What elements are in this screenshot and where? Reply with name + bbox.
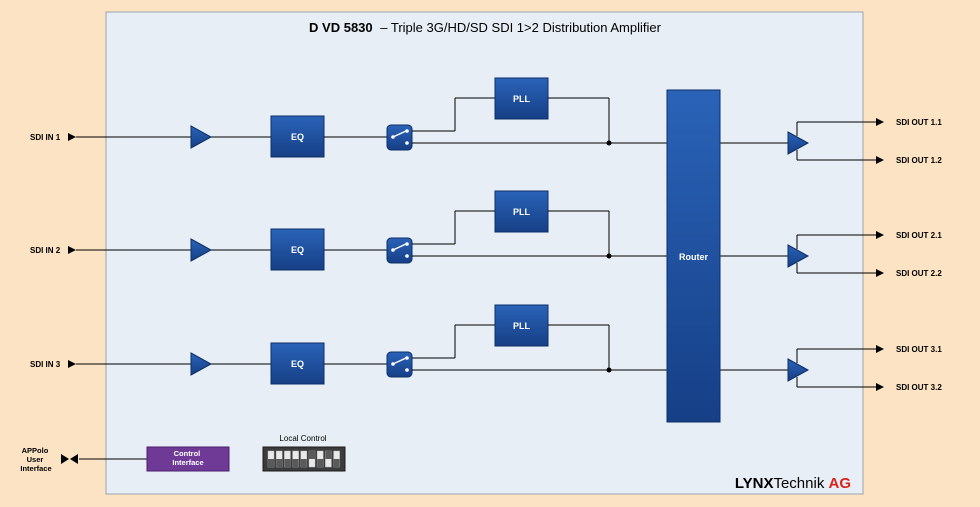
eq-label: EQ	[291, 245, 304, 255]
brand-suffix: AG	[829, 475, 852, 492]
output-arrow-icon	[876, 269, 884, 277]
output-arrow-icon	[876, 383, 884, 391]
diagram-panel	[105, 11, 864, 495]
input-amplifier-icon	[190, 352, 213, 376]
model-description: – Triple 3G/HD/SD SDI 1>2 Distribution A…	[380, 20, 661, 35]
output-arrow-icon	[876, 156, 884, 164]
model-name: D VD 5830	[309, 20, 373, 35]
router-label: Router	[679, 252, 708, 262]
sdi-output-label: SDI OUT 2.1	[896, 231, 942, 240]
input-connector-icon	[68, 360, 76, 368]
output-arrow-icon	[876, 345, 884, 353]
eq-block	[270, 228, 325, 271]
appolo-label-line: User	[27, 455, 44, 464]
eq-block	[270, 342, 325, 385]
dip-switch-icon	[262, 446, 346, 472]
input-amplifier-icon	[190, 125, 213, 149]
eq-block	[270, 115, 325, 158]
sdi-output-label: SDI OUT 1.1	[896, 118, 942, 127]
input-connector-icon	[68, 133, 76, 141]
sdi-output-label: SDI OUT 2.2	[896, 269, 942, 278]
input-amplifier-icon	[190, 238, 213, 262]
input-connector-icon	[68, 246, 76, 254]
pll-block	[494, 77, 549, 120]
control-interface-label: Control Interface	[172, 449, 203, 467]
output-arrow-icon	[876, 231, 884, 239]
pll-label: PLL	[513, 321, 531, 331]
brand-name: Technik	[773, 475, 824, 492]
output-amplifier-icon	[787, 131, 810, 155]
control-interface-block	[146, 446, 230, 472]
control-section: APPolo User Interface Control Interface …	[20, 434, 346, 473]
pll-block	[494, 190, 549, 233]
appolo-label: APPolo User Interface	[20, 446, 51, 473]
bypass-switch-icon	[386, 124, 413, 151]
local-control-label: Local Control	[279, 434, 326, 443]
bypass-switch-icon	[386, 237, 413, 264]
sdi-input-label: SDI IN 2	[30, 246, 61, 255]
output-arrow-icon	[876, 118, 884, 126]
output-amplifier-icon	[787, 358, 810, 382]
sdi-output-label: SDI OUT 3.2	[896, 383, 942, 392]
sdi-output-label: SDI OUT 1.2	[896, 156, 942, 165]
diagram-title: D VD 5830 – Triple 3G/HD/SD SDI 1>2 Dist…	[309, 20, 662, 35]
brand-logo: LYNXTechnik AG	[735, 475, 851, 492]
pll-label: PLL	[513, 94, 531, 104]
control-interface-line: Control	[174, 449, 201, 458]
bypass-switch-icon	[386, 351, 413, 378]
sdi-input-label: SDI IN 3	[30, 360, 61, 369]
eq-label: EQ	[291, 359, 304, 369]
appolo-connector-arrow-icon	[70, 454, 78, 464]
eq-label: EQ	[291, 132, 304, 142]
appolo-label-line: Interface	[20, 464, 51, 473]
brand-strong: LYNX	[735, 475, 774, 492]
output-amplifier-icon	[787, 244, 810, 268]
pll-label: PLL	[513, 207, 531, 217]
appolo-label-line: APPolo	[22, 446, 49, 455]
router-block: Router	[666, 89, 721, 423]
sdi-output-label: SDI OUT 3.1	[896, 345, 942, 354]
sdi-input-label: SDI IN 1	[30, 133, 61, 142]
pll-block	[494, 304, 549, 347]
appolo-connector-icon	[61, 454, 69, 464]
control-interface-line: Interface	[172, 458, 203, 467]
